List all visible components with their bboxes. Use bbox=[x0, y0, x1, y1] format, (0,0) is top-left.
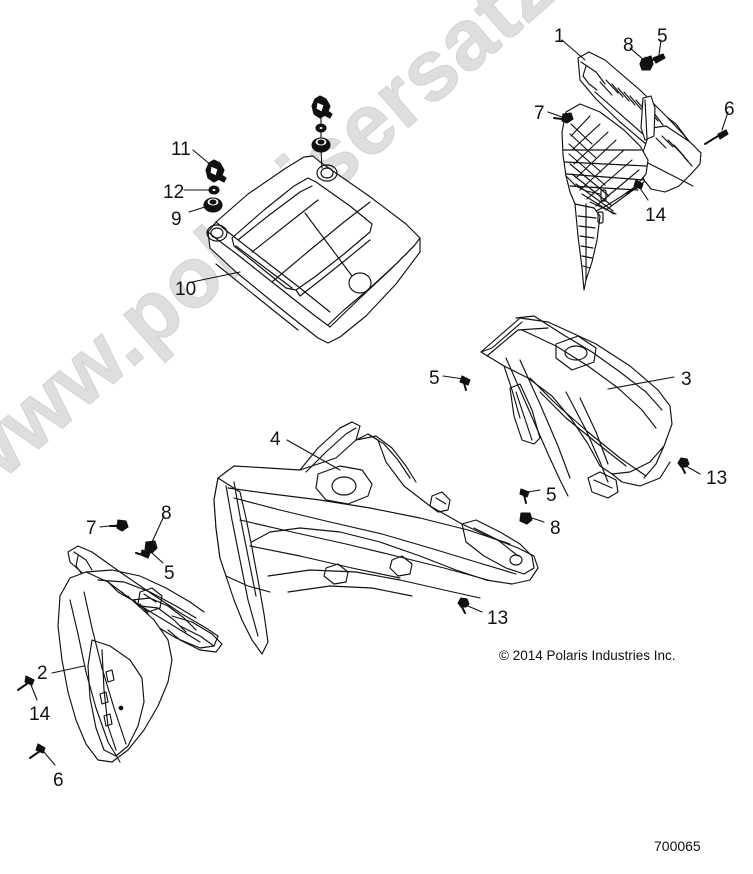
callout-7b[interactable]: 7 bbox=[86, 518, 97, 539]
callout-4[interactable]: 4 bbox=[270, 429, 281, 450]
callout-14[interactable]: 14 bbox=[645, 205, 667, 226]
part-3-right-side-panel bbox=[480, 315, 673, 499]
part-4-center-dash-panel bbox=[213, 421, 539, 655]
callout-10[interactable]: 10 bbox=[175, 279, 197, 300]
callout-5b[interactable]: 5 bbox=[429, 368, 440, 389]
part-10-hood-panel bbox=[206, 155, 421, 344]
part-2-left-fender bbox=[57, 545, 223, 763]
callout-2[interactable]: 2 bbox=[37, 663, 48, 684]
callout-12[interactable]: 12 bbox=[163, 182, 185, 203]
callout-5c[interactable]: 5 bbox=[546, 485, 557, 506]
callout-5[interactable]: 5 bbox=[657, 26, 668, 47]
callout-8b[interactable]: 8 bbox=[550, 518, 561, 539]
callout-7[interactable]: 7 bbox=[534, 103, 545, 124]
callout-13[interactable]: 13 bbox=[706, 468, 728, 489]
callout-14b[interactable]: 14 bbox=[29, 704, 51, 725]
callout-8[interactable]: 8 bbox=[623, 35, 634, 56]
callout-13b[interactable]: 13 bbox=[487, 608, 509, 629]
part-number: 700065 bbox=[654, 838, 701, 854]
callout-9[interactable]: 9 bbox=[171, 209, 182, 230]
callout-8c[interactable]: 8 bbox=[161, 503, 172, 524]
callout-6b[interactable]: 6 bbox=[53, 770, 64, 791]
callout-1[interactable]: 1 bbox=[554, 26, 565, 47]
callout-11[interactable]: 11 bbox=[171, 139, 191, 160]
callout-3[interactable]: 3 bbox=[681, 369, 692, 390]
callout-6[interactable]: 6 bbox=[724, 99, 735, 120]
callout-5d[interactable]: 5 bbox=[164, 563, 175, 584]
copyright-notice: © 2014 Polaris Industries Inc. bbox=[499, 648, 676, 663]
fasteners-and-leaders bbox=[17, 39, 729, 766]
part-1-right-fender bbox=[561, 51, 702, 291]
